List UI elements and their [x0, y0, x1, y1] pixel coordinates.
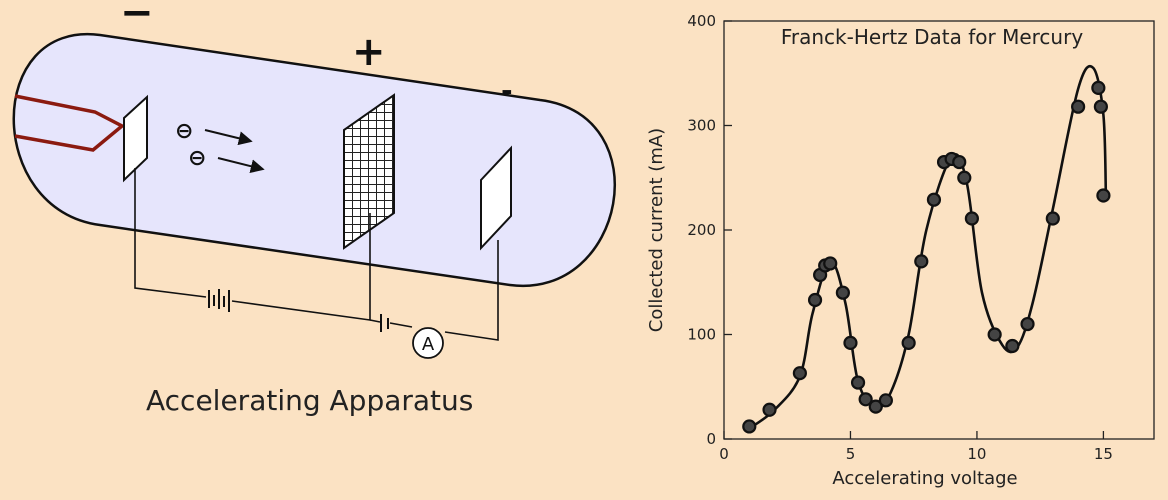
data-point: [843, 335, 858, 350]
data-point: [792, 366, 807, 381]
x-axis: 0 5 10 15: [719, 431, 1113, 463]
vacuum-tube: [12, 32, 617, 288]
data-point: [1045, 211, 1060, 226]
filament-wire: [14, 94, 126, 152]
x-axis-title: Accelerating voltage: [832, 468, 1017, 489]
data-points: [742, 80, 1111, 434]
chart-title: Franck-Hertz Data for Mercury: [781, 25, 1083, 49]
electron-arrow: [204, 129, 253, 146]
data-point: [987, 327, 1002, 342]
grid-mesh: [343, 93, 395, 250]
data-point: [878, 393, 893, 408]
ammeter-icon: [412, 327, 444, 359]
electron-icon: ⊖: [175, 119, 193, 144]
apparatus-caption: Accelerating Apparatus: [146, 384, 473, 417]
apparatus-diagram: ⊖ ⊖ − + - A: [12, 0, 617, 417]
y-axis-title: Collected current (mA): [646, 128, 667, 332]
grid-sign: +: [352, 29, 386, 75]
y-tick-label: 0: [706, 430, 716, 448]
data-point: [1091, 80, 1106, 95]
data-point: [914, 254, 929, 269]
data-point: [1096, 188, 1111, 203]
data-point: [1093, 99, 1108, 114]
data-point: [1071, 99, 1086, 114]
data-point: [952, 154, 967, 170]
retarding-battery: [380, 314, 389, 332]
x-tick-label: 0: [719, 445, 729, 463]
x-tick-label: 15: [1094, 445, 1113, 463]
y-tick-label: 200: [687, 221, 716, 239]
data-point: [823, 256, 838, 271]
data-point: [835, 285, 850, 300]
data-point: [901, 335, 916, 350]
circuit-wires: [134, 168, 499, 341]
plot-frame: [723, 20, 1155, 440]
data-point: [957, 170, 972, 185]
data-point: [858, 392, 873, 407]
y-axis: 0 100 200 300 400: [687, 12, 732, 448]
y-tick-label: 400: [687, 12, 716, 30]
data-point: [926, 192, 942, 207]
electron-icon: ⊖: [188, 146, 206, 171]
x-tick-label: 10: [967, 445, 986, 463]
collector-sign: -: [501, 74, 513, 107]
x-tick-label: 5: [846, 445, 856, 463]
franck-hertz-chart: Franck-Hertz Data for Mercury 0100200300…: [646, 12, 1155, 489]
data-point: [1005, 338, 1020, 354]
collector-plate: [480, 145, 512, 251]
data-point: [868, 399, 883, 414]
cathode-plate: [123, 94, 148, 183]
ammeter-label: A: [422, 334, 435, 355]
accelerating-battery: [208, 289, 230, 312]
data-point: [1020, 316, 1035, 332]
electron-arrow: [217, 157, 265, 174]
data-point: [742, 419, 757, 434]
data-point: [762, 402, 777, 417]
data-point: [964, 211, 979, 226]
y-tick-label: 300: [687, 117, 716, 135]
data-point: [807, 292, 823, 308]
cathode-sign: −: [120, 0, 154, 36]
y-tick-label: 100: [687, 326, 716, 344]
data-point: [850, 375, 866, 390]
